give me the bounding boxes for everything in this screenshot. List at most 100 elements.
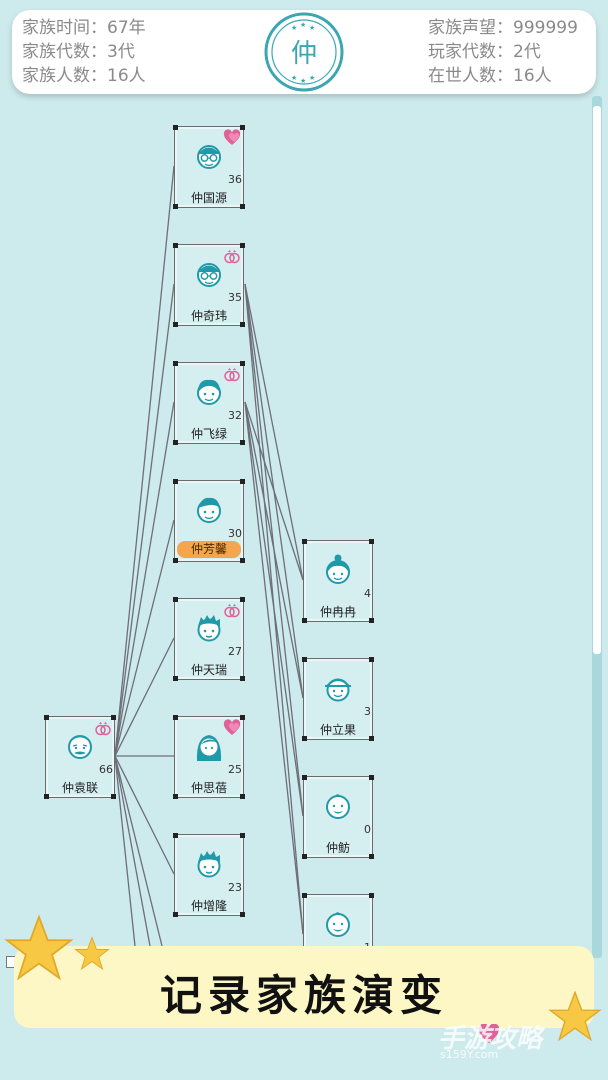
member-age: 3 <box>364 705 371 718</box>
member-name: 仲增隆 <box>190 899 227 913</box>
baby-icon <box>326 794 350 819</box>
card-corner <box>240 597 245 602</box>
card-corner <box>302 775 307 780</box>
member-age: 32 <box>228 409 242 422</box>
card-corner <box>240 558 245 563</box>
card-corner <box>240 676 245 681</box>
watermark-url: s159Y.com <box>440 1048 499 1061</box>
woman-icon <box>197 379 221 405</box>
glasses-man-icon <box>197 145 221 169</box>
card-corner <box>302 854 307 859</box>
spiky-man-icon <box>197 851 221 878</box>
card-corner <box>240 440 245 445</box>
card-corner <box>111 794 116 799</box>
member-age: 30 <box>228 527 242 540</box>
card-corner <box>173 558 178 563</box>
card-corner <box>369 657 374 662</box>
heart-deco-icon <box>478 1024 500 1044</box>
card-corner <box>369 775 374 780</box>
old-man-icon <box>68 735 92 759</box>
card-corner <box>240 204 245 209</box>
member-age: 4 <box>364 587 371 600</box>
member-age: 35 <box>228 291 242 304</box>
card-corner <box>240 912 245 917</box>
svg-text:★: ★ <box>300 77 306 85</box>
svg-text:★: ★ <box>309 24 315 32</box>
member-name: 仲国源 <box>190 191 227 205</box>
card-corner <box>173 794 178 799</box>
alive-count: 在世人数：16人 <box>428 66 552 86</box>
rings-icon <box>224 368 240 382</box>
card-corner <box>173 243 178 248</box>
banner-text: 记录家族演变 <box>159 971 448 1020</box>
card-corner <box>240 794 245 799</box>
card-corner <box>173 361 178 366</box>
member-name: 仲立果 <box>319 723 356 737</box>
child-card[interactable]: 4 仲冉冉 <box>302 539 374 623</box>
svg-text:★: ★ <box>300 21 306 29</box>
card-corner <box>369 854 374 859</box>
watermark-logo: 手游攻略 <box>438 1024 543 1054</box>
card-corner <box>369 618 374 623</box>
card-corner <box>240 833 245 838</box>
family-seal-icon: ★★★ ★★★ 仲 <box>264 12 344 92</box>
family-population: 家族人数：16人 <box>22 66 146 86</box>
family-info-panel: 家族时间：67年 家族代数：3代 家族人数：16人 家族声望：999999 玩家… <box>12 10 596 94</box>
card-corner <box>302 539 307 544</box>
card-corner <box>240 125 245 130</box>
scrollbar-thumb[interactable] <box>593 106 601 654</box>
member-name: 仲思蓓 <box>190 781 227 795</box>
vertical-scrollbar[interactable] <box>592 96 602 958</box>
card-corner <box>173 479 178 484</box>
family-generations: 家族代数：3代 <box>22 42 135 62</box>
member-age: 25 <box>228 763 242 776</box>
card-corner <box>173 912 178 917</box>
card-corner <box>111 715 116 720</box>
member-name: 仲冉冉 <box>319 605 356 619</box>
corner-star-icon <box>548 990 602 1042</box>
family-prestige: 家族声望：999999 <box>428 18 578 38</box>
card-corner <box>302 618 307 623</box>
svg-text:★: ★ <box>291 74 297 82</box>
card-corner <box>173 715 178 720</box>
spiky-man-icon <box>197 615 221 642</box>
card-corner <box>240 479 245 484</box>
man-icon <box>197 497 221 523</box>
member-age: 36 <box>228 173 242 186</box>
card-corner <box>44 794 49 799</box>
card-corner <box>302 893 307 898</box>
member-name: 仲天瑞 <box>190 663 227 677</box>
rings-icon <box>224 604 240 618</box>
girl-bun-icon <box>326 554 350 584</box>
card-corner <box>369 736 374 741</box>
heart-icon <box>223 719 241 735</box>
card-corner <box>173 322 178 327</box>
card-corner <box>173 833 178 838</box>
card-corner <box>173 125 178 130</box>
family-time: 家族时间：67年 <box>22 18 146 38</box>
cap-boy-icon <box>324 678 352 702</box>
card-corner <box>240 243 245 248</box>
member-age: 66 <box>99 763 113 776</box>
card-corner <box>302 736 307 741</box>
card-corner <box>240 715 245 720</box>
card-corner <box>302 657 307 662</box>
card-corner <box>240 322 245 327</box>
child-card[interactable]: 3 仲立果 <box>302 657 374 741</box>
promo-banner: 记录家族演变 <box>14 946 594 1028</box>
card-corner <box>44 715 49 720</box>
card-corner <box>173 440 178 445</box>
card-corner <box>369 893 374 898</box>
card-corner <box>173 204 178 209</box>
member-age: 27 <box>228 645 242 658</box>
